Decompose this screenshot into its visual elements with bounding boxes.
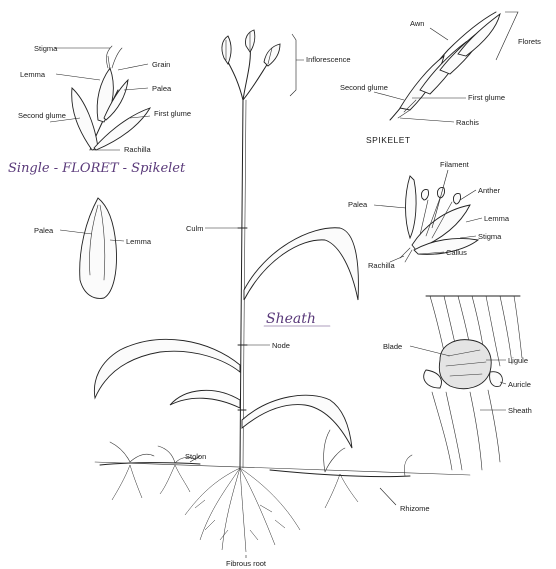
label-lemma: Lemma	[20, 70, 46, 79]
leaf-lower-right	[242, 395, 352, 448]
label-first-glume: First glume	[154, 109, 191, 118]
label-stolon: Stolon	[185, 452, 206, 461]
label-grain-lemma: Lemma	[126, 237, 152, 246]
leaf-left	[94, 339, 240, 398]
label-stigma: Stigma	[34, 44, 58, 53]
label-rhizome: Rhizome	[400, 504, 430, 513]
label-floret-palea: Palea	[348, 200, 368, 209]
label-culm: Culm	[186, 224, 204, 233]
fibrous-roots	[112, 465, 358, 552]
label-inflorescence: Inflorescence	[306, 55, 351, 64]
leaf-upper-right	[244, 228, 358, 300]
label-floret-rachilla: Rachilla	[368, 261, 396, 270]
label-node: Node	[272, 341, 290, 350]
label-second-glume: Second glume	[18, 111, 66, 120]
label-auricle: Auricle	[508, 380, 531, 389]
inflorescence-bracket	[290, 34, 304, 96]
main-plant	[94, 30, 470, 552]
label-anther: Anther	[478, 186, 501, 195]
label-palea: Palea	[152, 84, 172, 93]
label-spikelet-second-glume: Second glume	[340, 83, 388, 92]
rhizome-runner	[270, 470, 410, 477]
label-grain-palea: Palea	[34, 226, 54, 235]
node-mark	[238, 228, 247, 410]
ground-line	[95, 462, 470, 475]
label-fibrous-root: Fibrous root	[226, 559, 267, 568]
label-ligule: Ligule	[508, 356, 528, 365]
label-floret-stigma: Stigma	[478, 232, 502, 241]
label-filament: Filament	[440, 160, 470, 169]
handwritten-single-floret-spikelet: Single - FLORET - Spikelet	[8, 161, 186, 176]
label-spikelet-first-glume: First glume	[468, 93, 505, 102]
spikelet-drawing	[390, 12, 500, 120]
label-blade: Blade	[383, 342, 402, 351]
grain-drawing	[80, 198, 117, 298]
spikelet-title: SPIKELET	[366, 135, 411, 145]
culm-stem	[240, 100, 243, 468]
inflorescence-spikes	[222, 30, 280, 100]
label-callus: Callus	[446, 248, 467, 257]
label-florets: Florets	[518, 37, 541, 46]
single-floret-drawing	[72, 46, 150, 150]
label-rachilla: Rachilla	[124, 145, 152, 154]
handwritten-sheath-note: Sheath	[266, 311, 316, 327]
label-grain: Grain	[152, 60, 170, 69]
label-awn: Awn	[410, 19, 424, 28]
label-rachis: Rachis	[456, 118, 479, 127]
label-sheath: Sheath	[508, 406, 532, 415]
label-floret-lemma: Lemma	[484, 214, 510, 223]
